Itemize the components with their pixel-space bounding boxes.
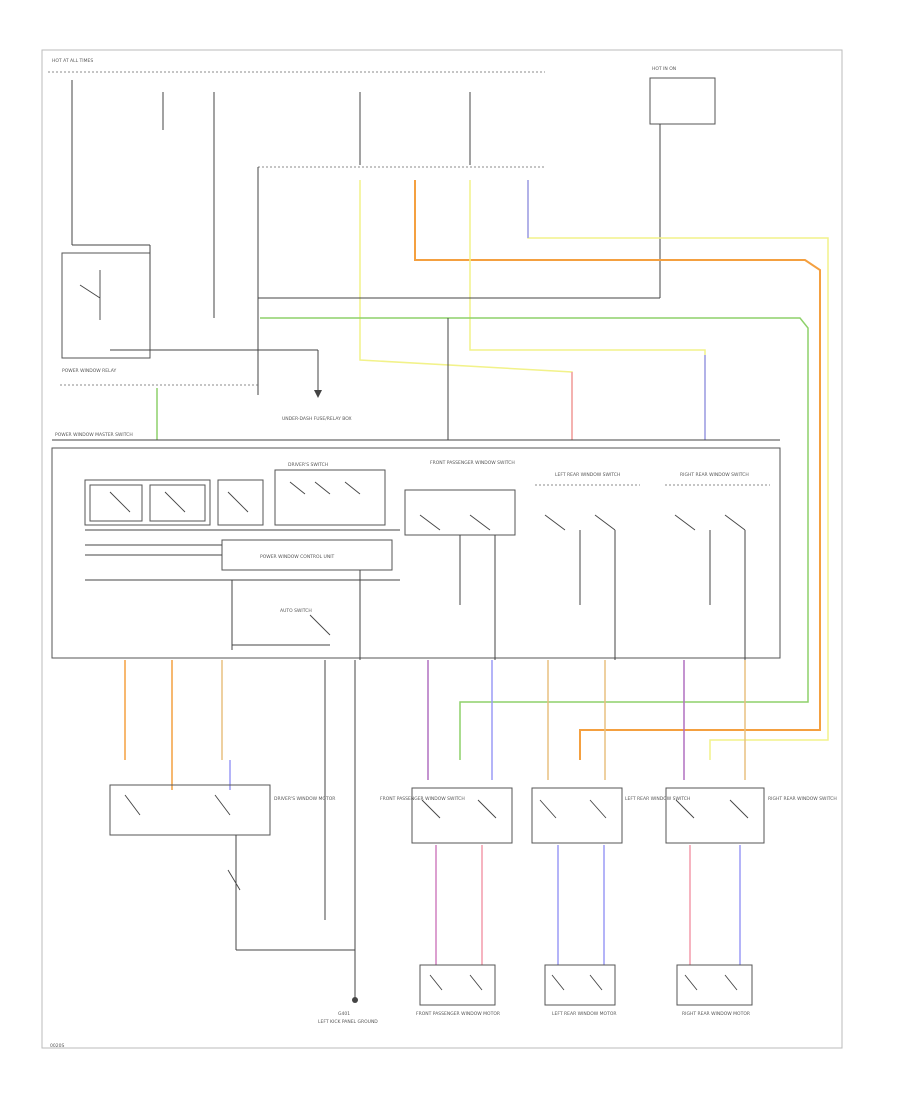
drivers-switch-label: DRIVER'S SWITCH (288, 462, 328, 468)
master-switch-label: POWER WINDOW MASTER SWITCH (55, 432, 133, 438)
front-passenger-window-motor: FRONT PASSENGER WINDOW MOTOR (416, 964, 500, 1017)
lr-motor-label: LEFT REAR WINDOW MOTOR (552, 1011, 617, 1017)
right-rear-window-switch: RIGHT REAR WINDOW SWITCH (665, 787, 837, 844)
motor-feed-wires (435, 845, 741, 965)
right-rear-window-motor: RIGHT REAR WINDOW MOTOR (676, 964, 753, 1017)
lr-switch-label: LEFT REAR WINDOW SWITCH (625, 796, 690, 802)
left-rear-window-switch: LEFT REAR WINDOW SWITCH (531, 787, 690, 844)
fuse-relay-label: UNDER-DASH FUSE/RELAY BOX (282, 416, 352, 422)
rr-switch-label: RIGHT REAR WINDOW SWITCH (768, 796, 837, 802)
control-unit-label: POWER WINDOW CONTROL UNIT (260, 554, 335, 560)
top-fuses (71, 80, 471, 318)
power-window-relay: POWER WINDOW RELAY (61, 244, 258, 374)
diagram-border (41, 49, 843, 1049)
right-rear-switch-label: RIGHT REAR WINDOW SWITCH (680, 472, 749, 478)
ground-desc: LEFT KICK PANEL GROUND (318, 1019, 378, 1025)
ground-g401: G401 LEFT KICK PANEL GROUND (318, 997, 378, 1025)
lower-wires (124, 660, 746, 1000)
relay-label: POWER WINDOW RELAY (62, 368, 116, 374)
auto-switch-label: AUTO SWITCH (280, 608, 312, 614)
left-rear-window-motor: LEFT REAR WINDOW MOTOR (544, 964, 617, 1017)
master-switch-assembly: POWER WINDOW MASTER SWITCH DRIVER'S SWIT… (51, 432, 781, 660)
front-passenger-window-switch: FRONT PASSENGER WINDOW SWITCH (380, 787, 513, 844)
drivers-motor-label: DRIVER'S WINDOW MOTOR (274, 796, 335, 802)
fuse-box-label: HOT IN ON (652, 66, 676, 72)
colored-wires (156, 180, 829, 760)
footer-code: 0020S (50, 1043, 64, 1049)
fuse-box-top-right (649, 77, 716, 125)
fp-motor-label: FRONT PASSENGER WINDOW MOTOR (416, 1011, 500, 1017)
top-hot-label: HOT AT ALL TIMES (52, 58, 93, 64)
left-rear-switch-label: LEFT REAR WINDOW SWITCH (555, 472, 620, 478)
fp-switch-label: FRONT PASSENGER WINDOW SWITCH (380, 796, 465, 802)
ground-label: G401 (338, 1011, 350, 1017)
front-pass-switch-label: FRONT PASSENGER WINDOW SWITCH (430, 460, 515, 466)
drivers-window-motor: DRIVER'S WINDOW MOTOR (109, 784, 355, 951)
rr-motor-label: RIGHT REAR WINDOW MOTOR (682, 1011, 750, 1017)
